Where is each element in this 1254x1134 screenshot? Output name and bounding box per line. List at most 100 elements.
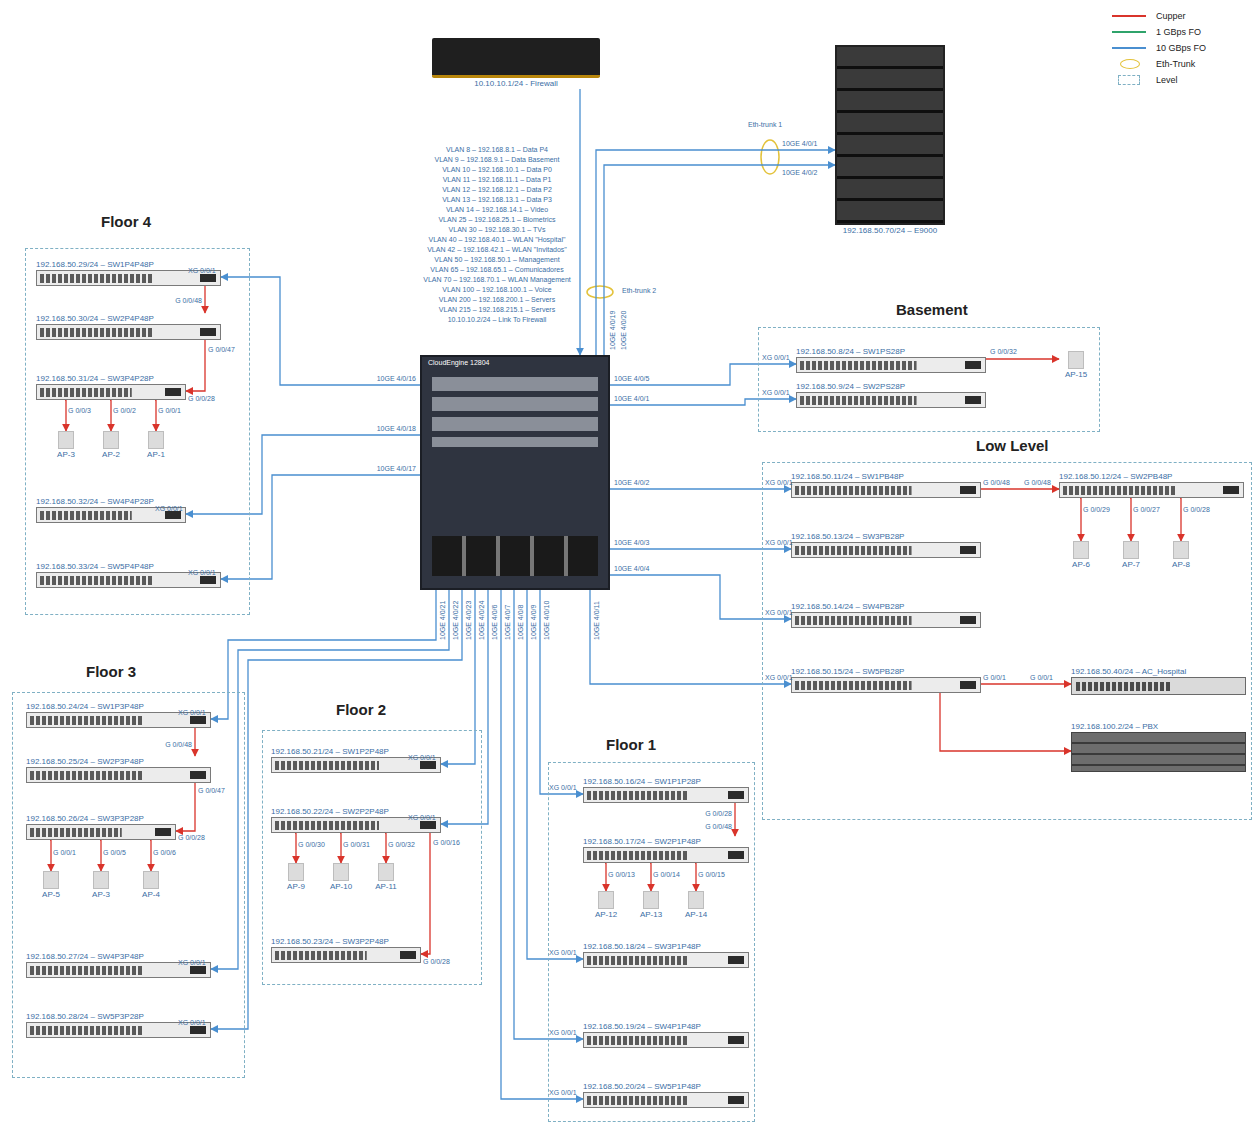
ap-body [688, 891, 704, 909]
device-label: 192.168.50.14/24 – SW4PB28P [791, 601, 904, 612]
port-label: G 0/0/48 [165, 740, 192, 749]
device-label: 192.168.50.30/24 – SW2P4P48P [36, 313, 154, 324]
port-label: G 0/0/14 [653, 870, 680, 879]
port-label: 10GE 4/0/8 [516, 605, 525, 640]
legend-ellipse-sample [1120, 59, 1140, 69]
port-label: G 0/0/30 [298, 840, 325, 849]
level-heading: Floor 4 [101, 213, 151, 231]
fiber-link [596, 150, 835, 355]
device-label: 192.168.50.25/24 – SW2P3P48P [26, 756, 144, 767]
port-label: 10GE 4/0/9 [529, 605, 538, 640]
access-point: AP-2 [94, 431, 128, 460]
sw-body [36, 384, 186, 400]
device-label: 192.168.50.32/24 – SW4P4P28P [36, 496, 154, 507]
port-label: G 0/0/28 [705, 809, 732, 818]
vlan-entry: VLAN 9 – 192.168.9.1 – Data Basement [435, 155, 560, 164]
device-label: 192.168.50.9/24 – SW2PS28P [796, 381, 905, 392]
ap-label: AP-8 [1172, 559, 1190, 570]
copper-link [50, 840, 51, 871]
fiber-link [527, 590, 583, 959]
port-label: 10GE 4/0/18 [377, 424, 416, 433]
access-point: AP-5 [34, 871, 68, 900]
access-switch: 192.168.50.31/24 – SW3P4P28P [36, 373, 186, 400]
copper-link [65, 400, 66, 431]
port-label: XG 0/0/1 [765, 608, 793, 617]
port-label: XG 0/0/1 [765, 478, 793, 487]
legend-item: 1 GBps FO [1112, 26, 1201, 38]
ap-body [643, 891, 659, 909]
copper-link [650, 863, 651, 891]
port-label: 10GE 4/0/24 [477, 601, 486, 640]
port-label: G 0/0/1 [1030, 673, 1053, 682]
access-switch: 192.168.50.11/24 – SW1PB48P [791, 471, 981, 498]
copper-link [385, 833, 386, 863]
eth-trunk-ellipse [761, 140, 779, 174]
port-label: 10GE 4/0/17 [377, 464, 416, 473]
legend-line-sample [1112, 31, 1146, 33]
legend-box-sample [1118, 75, 1140, 85]
core-switch: CloudEngine 12804 [420, 355, 610, 590]
copper-link [695, 863, 696, 891]
copper-link [734, 803, 735, 836]
port-label: G 0/0/5 [103, 848, 126, 857]
access-point: AP-13 [634, 891, 668, 920]
ap-label: AP-2 [102, 449, 120, 460]
device-label: 192.168.50.31/24 – SW3P4P28P [36, 373, 154, 384]
port-label: G 0/0/6 [153, 848, 176, 857]
vlan-entry: VLAN 11 – 192.168.11.1 – Data P1 [443, 175, 552, 184]
access-switch: 192.168.50.8/24 – SW1PS28P [796, 346, 986, 373]
sw-body [791, 482, 981, 498]
port-label: 10GE 4/0/23 [464, 601, 473, 640]
device-label: 192.168.50.28/24 – SW5P3P28P [26, 1011, 144, 1022]
ap-label: AP-11 [375, 881, 397, 892]
vlan-entry: VLAN 10 – 192.168.10.1 – Data P0 [442, 165, 552, 174]
access-point: AP-15 [1059, 351, 1093, 380]
port-label: G 0/0/3 [68, 406, 91, 415]
copper-link [1080, 498, 1081, 541]
port-label: G 0/0/48 [175, 296, 202, 305]
device-label: 192.168.50.15/24 – SW5PB28P [791, 666, 904, 677]
sw-body [583, 952, 749, 968]
device-label: 192.168.50.40/24 – AC_Hospital [1071, 666, 1186, 677]
access-switch: 192.168.50.12/24 – SW2PB48P [1059, 471, 1244, 498]
device-label: 192.168.50.19/24 – SW4P1P48P [583, 1021, 701, 1032]
access-point: AP-14 [679, 891, 713, 920]
access-switch: 192.168.50.26/24 – SW3P3P28P [26, 813, 176, 840]
device-label: 192.168.50.23/24 – SW3P2P48P [271, 936, 389, 947]
ap-label: AP-15 [1065, 369, 1087, 380]
legend-item: Eth-Trunk [1112, 58, 1195, 70]
port-label: G 0/0/28 [1183, 505, 1210, 514]
port-label: G 0/0/2 [113, 406, 136, 415]
sw-body [583, 1092, 749, 1108]
ap-body [598, 891, 614, 909]
device-label: 192.168.50.70/24 – E9000 [843, 225, 937, 236]
port-label: G 0/0/47 [198, 786, 225, 795]
legend-text: Level [1156, 75, 1178, 85]
access-point: AP-12 [589, 891, 623, 920]
ap-body [148, 431, 164, 449]
level-heading: Low Level [976, 437, 1049, 455]
blade-server: 192.168.50.70/24 – E9000 [835, 45, 945, 236]
device-label: 192.168.50.22/24 – SW2P2P48P [271, 806, 389, 817]
level-zone: Floor 3192.168.50.24/24 – SW1P3P48P192.1… [12, 692, 245, 1078]
copper-link [100, 840, 101, 871]
copper-link [421, 833, 430, 954]
ap-body [103, 431, 119, 449]
vlan-entry: VLAN 65 – 192.168.65.1 – Comunicadores [430, 265, 563, 274]
port-label: 10GE 4/0/2 [614, 478, 649, 487]
level-heading: Basement [896, 301, 968, 319]
port-label: 10GE 4/0/3 [614, 538, 649, 547]
sw-body [791, 612, 981, 628]
port-label: XG 0/0/1 [408, 753, 436, 762]
sw-body [583, 1032, 749, 1048]
access-switch: 192.168.50.25/24 – SW2P3P48P [26, 756, 211, 783]
device-label: 192.168.50.8/24 – SW1PS28P [796, 346, 905, 357]
legend-text: 1 GBps FO [1156, 27, 1201, 37]
access-switch: 192.168.50.14/24 – SW4PB28P [791, 601, 981, 628]
copper-link [110, 400, 111, 431]
access-switch: 192.168.50.23/24 – SW3P2P48P [271, 936, 421, 963]
copper-link [176, 783, 195, 831]
port-label: 10GE 4/0/22 [451, 601, 460, 640]
access-point: AP-3 [84, 871, 118, 900]
port-label: 10GE 4/0/6 [490, 605, 499, 640]
